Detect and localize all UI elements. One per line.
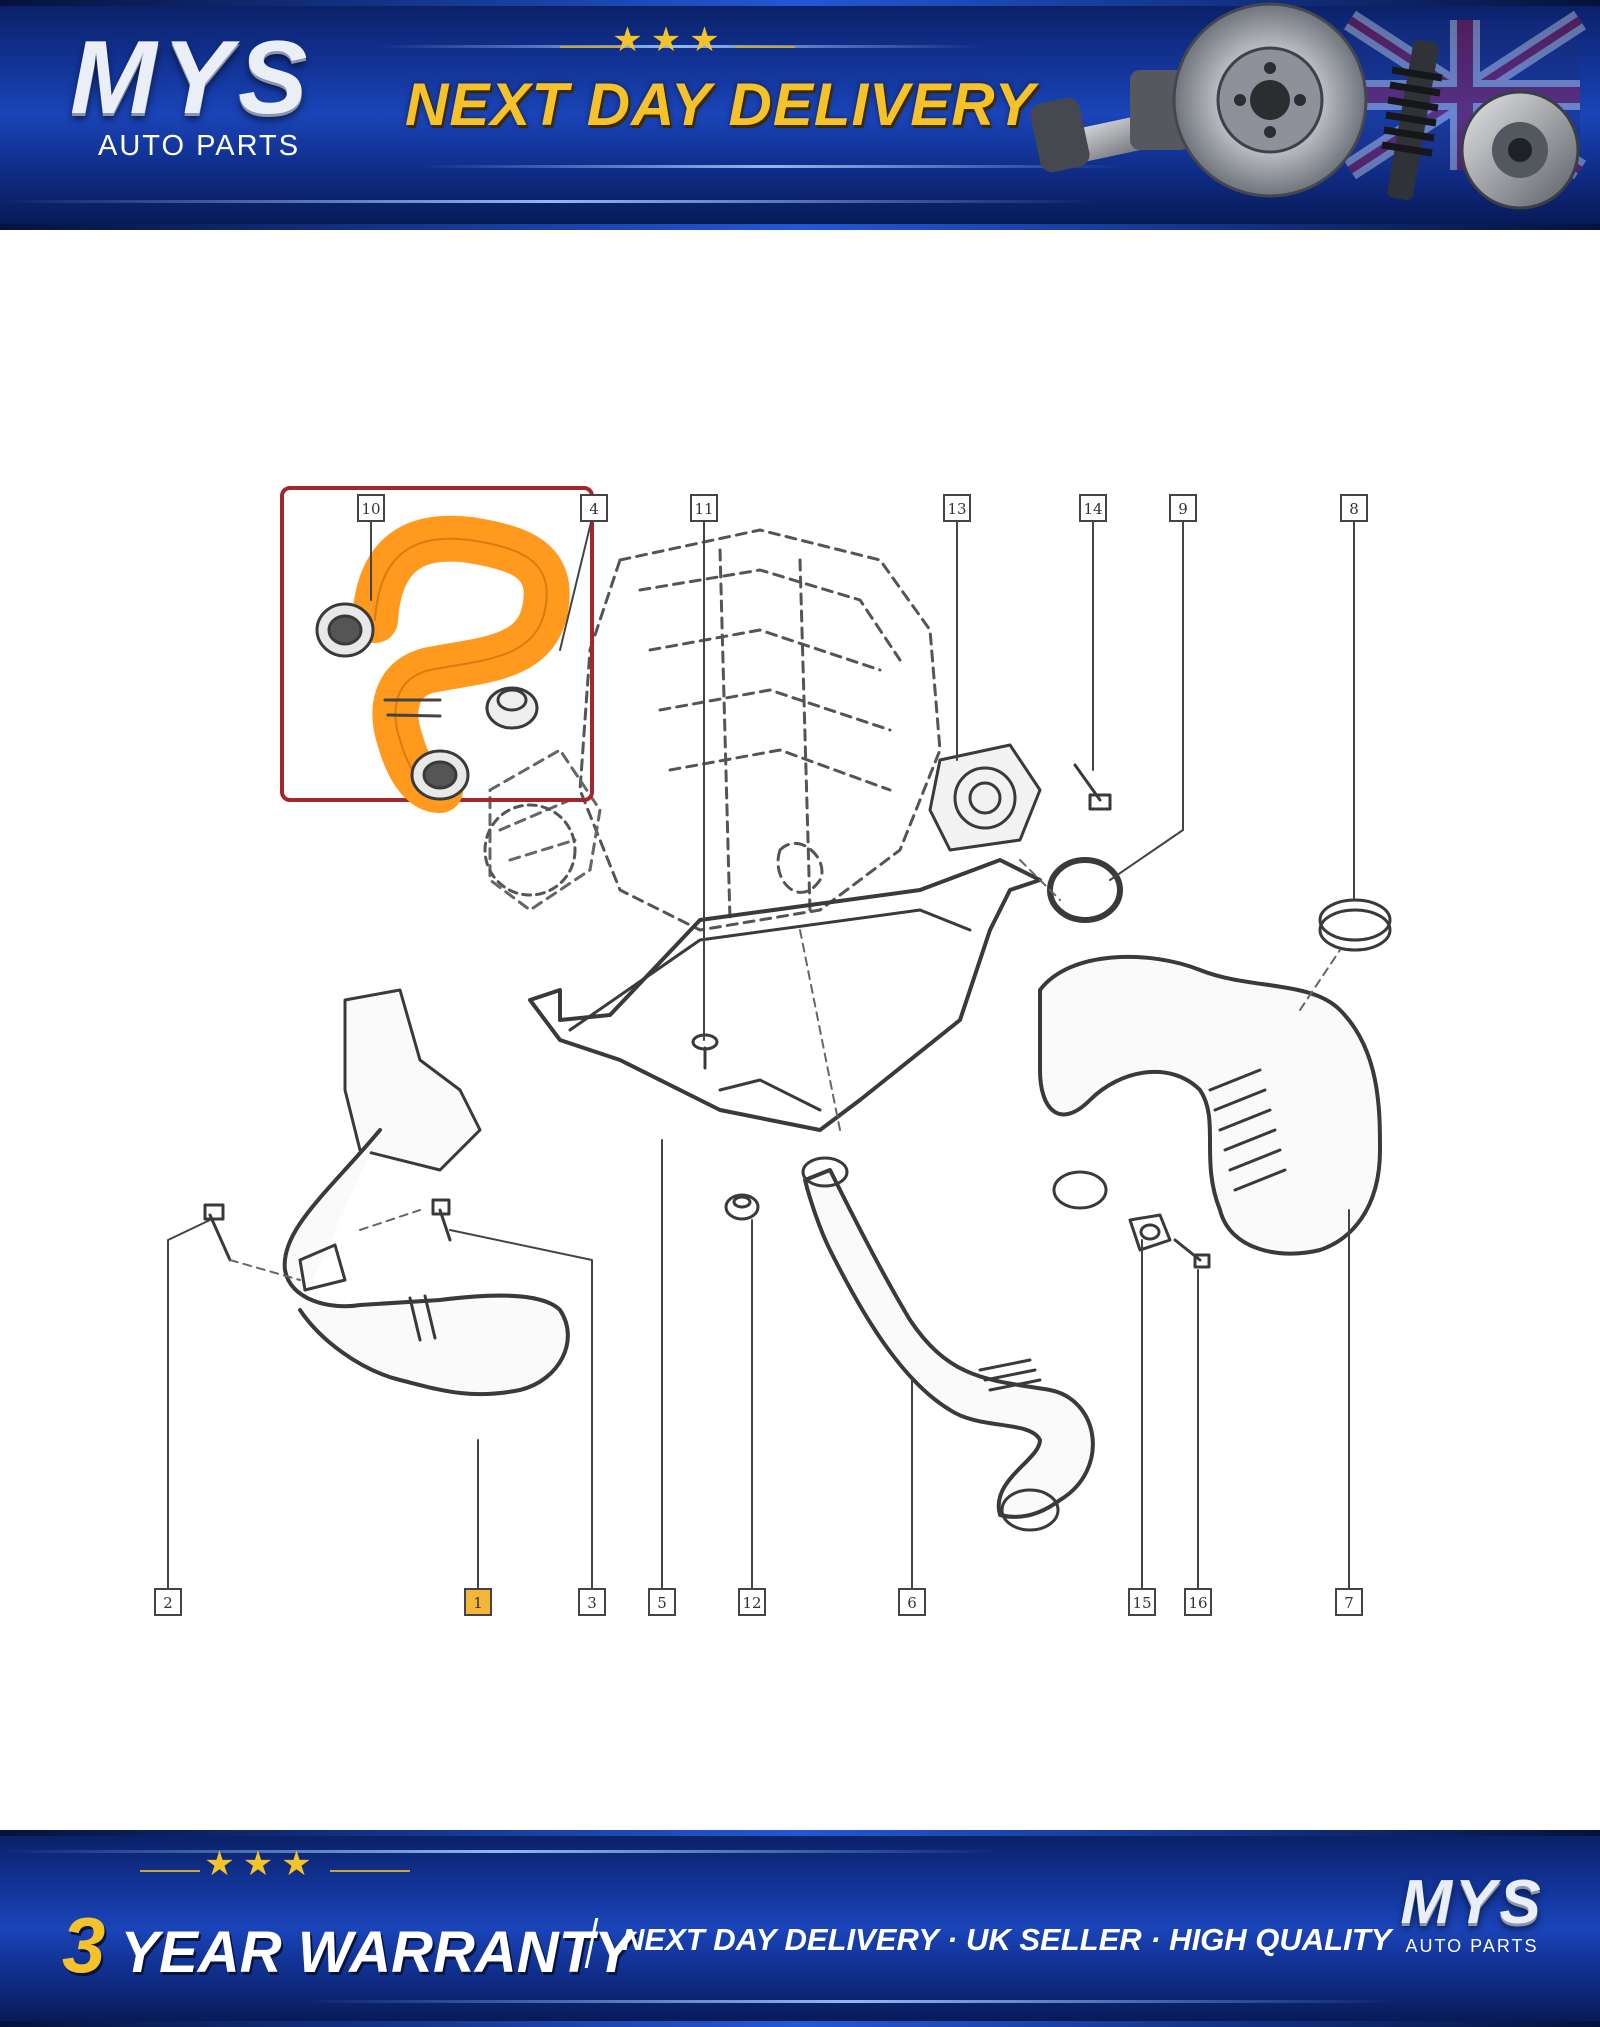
brand-name: MYS	[70, 20, 314, 136]
warranty-headline: 3 YEAR WARRANTY	[62, 1900, 633, 1991]
callout-number: 16	[1188, 1594, 1207, 1612]
callout-leader-lines	[167, 509, 1355, 1601]
callout-6: 6	[898, 1588, 926, 1616]
auto-parts-illustration	[1030, 2, 1587, 210]
service-tagline: NEXT DAY DELIVERY · UK SELLER · HIGH QUA…	[622, 1922, 1392, 1957]
callout-number: 13	[947, 500, 966, 518]
callout-box	[357, 494, 385, 522]
callout-box	[1340, 494, 1368, 522]
bolt-part-3	[431, 1198, 452, 1242]
gear-outline	[483, 803, 577, 897]
callout-box	[738, 1588, 766, 1616]
light-streak	[0, 1850, 1000, 1853]
callout-box	[154, 1588, 182, 1616]
callout-number: 6	[907, 1594, 917, 1612]
callout-box	[1128, 1588, 1156, 1616]
callout-box	[690, 494, 718, 522]
star-divider-line	[330, 1870, 410, 1872]
callout-box	[943, 494, 971, 522]
callout-number: 5	[657, 1594, 667, 1612]
callout-3: 3	[578, 1588, 606, 1616]
rating-stars-icon: ★★★	[612, 20, 728, 60]
callout-box	[578, 1588, 606, 1616]
callout-7: 7	[1335, 1588, 1363, 1616]
callout-number: 15	[1132, 1594, 1151, 1612]
callout-number: 12	[742, 1594, 761, 1612]
brand-logo: MYS AUTO PARTS	[1372, 1872, 1572, 1957]
bolt-part-2	[203, 1203, 232, 1262]
brake-disc-icon	[1172, 2, 1368, 198]
callout-number: 11	[694, 500, 713, 518]
hose-part-10	[315, 515, 570, 813]
top-banner: MYS AUTO PARTS ★★★ NEXT DAY DELIVERY	[0, 0, 1600, 230]
pipe-part-1	[282, 988, 570, 1397]
callout-number: 9	[1178, 500, 1188, 518]
bracket-frame-part-5	[528, 858, 1042, 1132]
callout-number: 7	[1344, 1594, 1354, 1612]
callout-1: 1	[464, 1588, 492, 1616]
shock-absorber-icon	[1381, 39, 1443, 201]
engine-block-outline	[578, 528, 942, 932]
engine-cover-outline	[488, 748, 602, 912]
callout-2: 2	[154, 1588, 182, 1616]
callout-5: 5	[648, 1588, 676, 1616]
brand-logo: MYS AUTO PARTS	[70, 20, 380, 163]
callout-box	[648, 1588, 676, 1616]
gasket-part-15	[1128, 1213, 1172, 1252]
callout-box	[1079, 494, 1107, 522]
o-ring-part-9	[1047, 857, 1123, 923]
warranty-number: 3	[62, 1901, 106, 1989]
star-divider-line	[560, 46, 620, 48]
clamp-part-8	[1318, 898, 1392, 952]
callout-box	[1169, 494, 1197, 522]
callout-number: 4	[589, 500, 599, 518]
callout-box	[580, 494, 608, 522]
callout-11: 11	[690, 494, 718, 522]
callout-number: 14	[1083, 500, 1102, 518]
callout-13: 13	[943, 494, 971, 522]
grommet-part-12	[724, 1193, 760, 1221]
bolt-part-16	[1173, 1238, 1211, 1269]
throttle-body-part-13	[928, 743, 1042, 852]
rating-stars-icon: ★★★	[204, 1844, 320, 1884]
star-divider-line	[735, 46, 795, 48]
cap-part-4	[485, 686, 539, 730]
callout-16: 16	[1184, 1588, 1212, 1616]
callout-8: 8	[1340, 494, 1368, 522]
callout-number: 2	[163, 1594, 173, 1612]
callout-box	[898, 1588, 926, 1616]
turbocharger-icon	[1460, 90, 1580, 210]
brand-name: MYS	[1400, 1868, 1544, 1937]
brand-sub: AUTO PARTS	[98, 130, 301, 162]
bottom-banner: ★★★ 3 YEAR WARRANTY NEXT DAY DELIVERY · …	[0, 1830, 1600, 2027]
callout-number: 8	[1349, 500, 1359, 518]
turbo-pipe-part-7	[1038, 954, 1382, 1256]
callout-box	[1184, 1588, 1212, 1616]
hose-part-6	[801, 1156, 1095, 1532]
brand-sub: AUTO PARTS	[1405, 1936, 1539, 1956]
callout-14: 14	[1079, 494, 1107, 522]
light-streak	[420, 165, 1120, 168]
callout-15: 15	[1128, 1588, 1156, 1616]
callout-box	[464, 1588, 492, 1616]
bolt-part-14	[1073, 763, 1112, 811]
callout-12: 12	[738, 1588, 766, 1616]
warranty-text: YEAR WARRANTY	[120, 1920, 633, 1985]
light-streak	[380, 45, 980, 48]
callout-10: 10	[357, 494, 385, 522]
drive-shaft-icon	[1030, 70, 1200, 173]
star-divider-line	[140, 1870, 200, 1872]
callout-9: 9	[1169, 494, 1197, 522]
light-streak	[0, 200, 1100, 203]
dashed-leader-lines	[229, 859, 1341, 1281]
callout-number: 10	[361, 500, 380, 518]
callout-number: 3	[587, 1594, 597, 1612]
callout-number: 1	[473, 1594, 483, 1612]
delivery-headline: NEXT DAY DELIVERY	[405, 71, 1036, 138]
callout-4: 4	[580, 494, 608, 522]
light-streak	[300, 2000, 1400, 2003]
callout-box	[1335, 1588, 1363, 1616]
